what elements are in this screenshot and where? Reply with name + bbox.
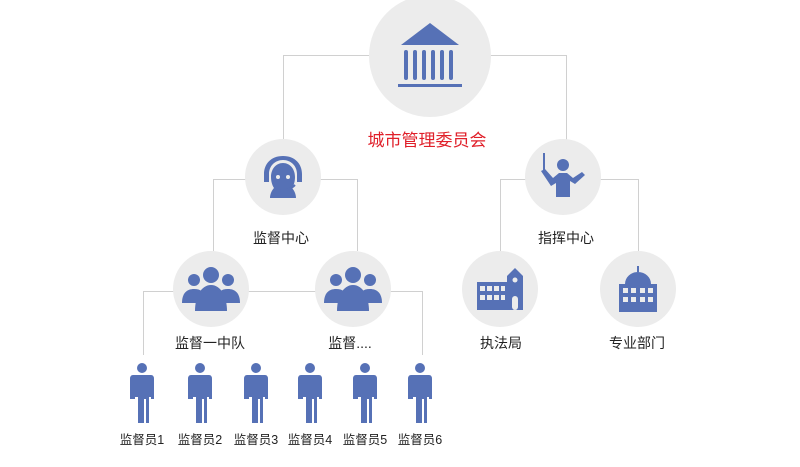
staff-member-label: 监督员3 [233, 433, 279, 447]
team-icon [182, 267, 240, 311]
staff-member-label: 监督员5 [342, 433, 388, 447]
professional-dept-node[interactable] [600, 251, 676, 327]
team-2-node[interactable] [315, 251, 391, 327]
connector [638, 179, 639, 251]
connector [143, 291, 422, 292]
school-building-icon [477, 268, 523, 310]
team-1-label: 监督一中队 [175, 335, 245, 351]
team-1-node[interactable] [173, 251, 249, 327]
staff-member-label: 监督员6 [397, 433, 443, 447]
staff-member-label: 监督员4 [287, 433, 333, 447]
staff-member-icon[interactable] [353, 363, 377, 423]
root-label: 城市管理委员会 [367, 131, 487, 150]
connector [357, 179, 358, 251]
staff-member-icon[interactable] [244, 363, 268, 423]
team-2-label: 监督.... [328, 335, 372, 351]
law-enforcement-label: 执法局 [480, 335, 522, 351]
connector [143, 291, 144, 355]
domed-building-icon [619, 266, 657, 312]
staff-member-icon[interactable] [408, 363, 432, 423]
connector [566, 55, 567, 140]
connector [422, 291, 423, 355]
customer-service-headset-icon [264, 156, 302, 198]
staff-member-icon[interactable] [130, 363, 154, 423]
staff-member-icon[interactable] [188, 363, 212, 423]
staff-member-label: 监督员1 [119, 433, 165, 447]
staff-member-label: 监督员2 [177, 433, 223, 447]
root-node[interactable] [369, 0, 491, 117]
command-center-label: 指挥中心 [538, 230, 594, 246]
connector [213, 179, 214, 251]
team-icon [324, 267, 382, 311]
staff-member-icon[interactable] [298, 363, 322, 423]
connector [283, 55, 284, 140]
government-building-icon [398, 23, 462, 87]
law-enforcement-node[interactable] [462, 251, 538, 327]
professional-dept-label: 专业部门 [609, 335, 665, 351]
conductor-icon [541, 153, 585, 197]
connector [500, 179, 501, 251]
monitor-center-node[interactable] [245, 139, 321, 215]
monitor-center-label: 监督中心 [253, 230, 309, 246]
command-center-node[interactable] [525, 139, 601, 215]
